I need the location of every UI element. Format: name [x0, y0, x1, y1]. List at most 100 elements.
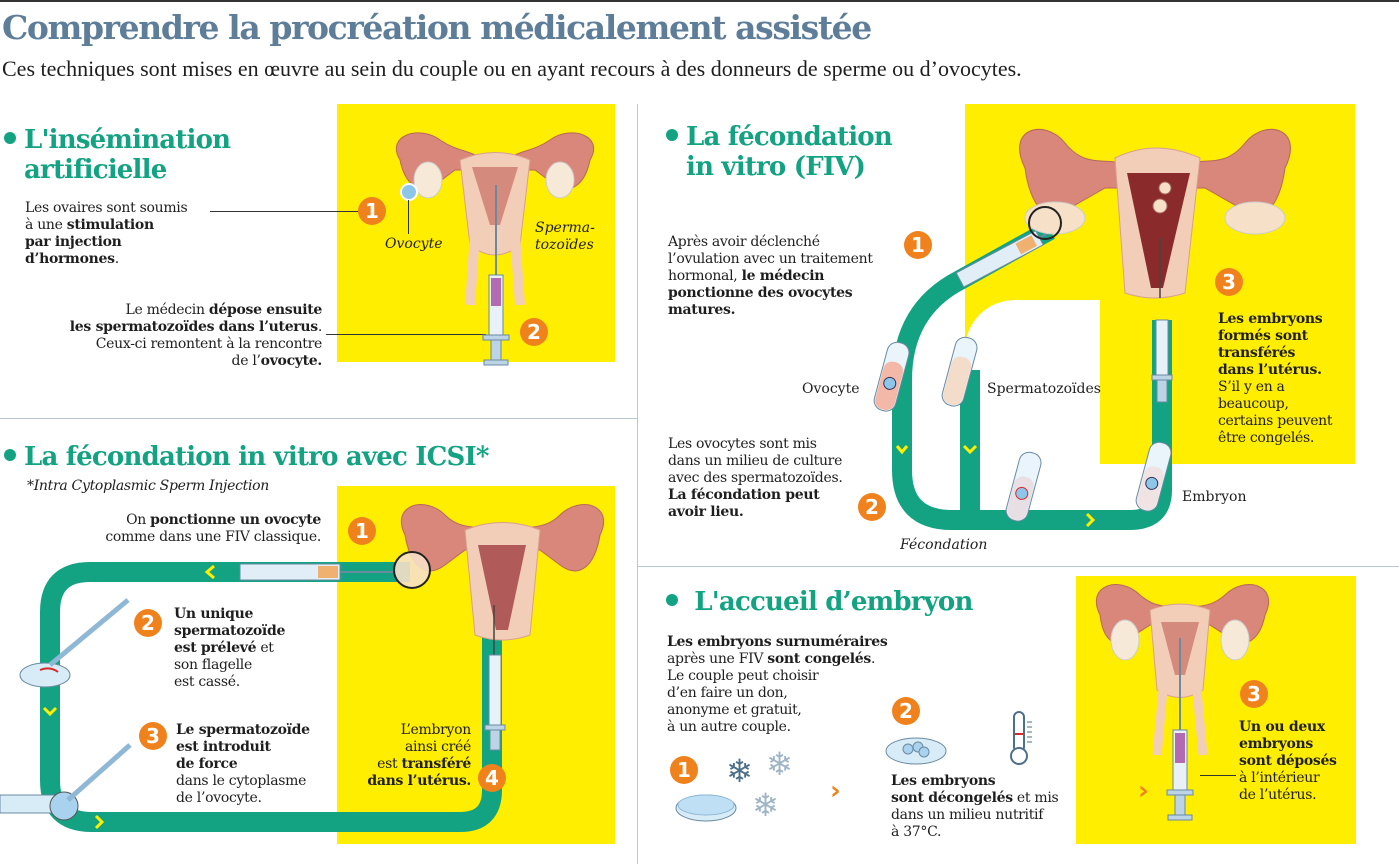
text: le médecin	[741, 268, 825, 284]
text: Les embryons	[1218, 311, 1323, 327]
text: in vitro (FIV)	[686, 152, 866, 182]
text: .	[317, 319, 322, 335]
thawed-embryos-dish	[885, 737, 947, 765]
insemination-title-line1: L'insémination	[24, 125, 231, 155]
icsi-title: La fécondation in vitro avec ICSI*	[4, 442, 489, 472]
leader-line	[408, 200, 409, 234]
snowflake-icon: ❄	[726, 752, 753, 790]
text: beaucoup,	[1218, 396, 1289, 412]
text: après une FIV	[667, 651, 768, 667]
uterus-illustration	[393, 504, 605, 695]
text: est	[377, 756, 402, 772]
text: dans l’utérus.	[367, 773, 471, 789]
text: hormonal,	[668, 268, 742, 284]
leader-line	[210, 211, 358, 212]
fiv-step2-text: Les ovocytes sont mis dans un milieu de …	[668, 436, 868, 521]
vertical-divider	[637, 104, 638, 864]
text: tozoïdes	[535, 237, 594, 253]
transfer-syringe	[1151, 319, 1173, 403]
text: dans le cytoplasme	[176, 773, 307, 789]
text: Les ovocytes sont mis	[668, 436, 817, 452]
text: L'accueil d’embryon	[694, 587, 973, 617]
text: dans un milieu nutritif	[891, 807, 1044, 823]
text: stimulation	[66, 217, 154, 233]
thermometer-icon	[1010, 711, 1032, 765]
spermatozoides-label: Sperma- tozoïdes	[535, 220, 595, 254]
leader-line	[1200, 775, 1236, 776]
step-badge-3: 3	[1240, 680, 1268, 708]
text: anonyme et gratuit,	[667, 702, 802, 718]
fiv-step1-text: Après avoir déclenché l’ovulation avec u…	[668, 234, 898, 319]
embryon-label: Embryon	[1182, 489, 1247, 505]
accueil-step3-text: Un ou deux embryons sont déposés à l’int…	[1239, 719, 1354, 804]
text: d’en faire un don,	[667, 685, 788, 701]
top-rule	[0, 0, 1399, 2]
ovocyte-label: Ovocyte	[385, 236, 443, 252]
uterus-illustration	[395, 132, 595, 366]
step-badge-4: 4	[478, 764, 506, 792]
uterus-illustration	[1095, 584, 1270, 821]
text: Le spermatozoïde	[176, 722, 310, 738]
step-badge-1: 1	[358, 197, 386, 225]
icsi-process-path	[0, 562, 502, 832]
bullet-icon	[666, 129, 678, 141]
insemination-title-line2: artificielle	[24, 155, 167, 185]
next-step-arrow-icon: ›	[1138, 776, 1149, 806]
insemination-step1-text: Les ovaires sont soumis à une stimulatio…	[25, 200, 215, 268]
text: à une	[25, 217, 67, 233]
step-badge-2: 2	[520, 318, 548, 346]
step-badge-1: 1	[904, 231, 932, 259]
text: ainsi créé	[404, 739, 471, 755]
step-badge-1: 1	[348, 517, 376, 545]
text: transférés	[1218, 345, 1296, 361]
text: dans un milieu de culture	[668, 453, 843, 469]
uterus-illustration	[1019, 128, 1291, 299]
text: transféré	[401, 756, 472, 772]
text: l’ovulation avec un traitement	[668, 251, 873, 267]
text: est cassé.	[174, 674, 240, 690]
icsi-step1-text: On ponctionne un ovocyte comme dans une …	[40, 512, 321, 546]
accueil-step2-text: Les embryons sont décongelés et mis dans…	[891, 773, 1071, 841]
fecondation-label: Fécondation	[900, 537, 988, 553]
text: être congelés.	[1218, 430, 1315, 446]
fiv-panel-cutout	[965, 300, 1100, 464]
text: S’il y en a	[1218, 379, 1285, 395]
horizontal-divider-left	[0, 418, 637, 419]
text: comme dans une FIV classique.	[105, 529, 321, 545]
text: par injection	[25, 234, 122, 250]
page-title: Comprendre la procréation médicalement a…	[2, 8, 872, 47]
icsi-step2-text: Un unique spermatozoïde est prélevé et s…	[174, 606, 324, 691]
text: avoir lieu.	[668, 504, 744, 520]
leader-line	[326, 334, 486, 335]
accueil-title: L'accueil d’embryon	[666, 587, 973, 617]
fiv-title: La fécondation in vitro (FIV)	[666, 122, 893, 182]
text: La fécondation	[686, 122, 893, 152]
text: de l’utérus.	[1239, 787, 1317, 803]
text: ponctionne un ovocyte	[150, 512, 321, 528]
text: de l’ovocyte.	[176, 790, 262, 806]
text: Un ou deux	[1239, 719, 1325, 735]
text: certains peuvent	[1218, 413, 1333, 429]
text: Les embryons	[891, 773, 996, 789]
text: est introduit	[176, 739, 271, 755]
text: embryons	[1239, 736, 1314, 752]
text: dépose ensuite	[208, 302, 322, 318]
ovocyte-label: Ovocyte	[802, 381, 860, 397]
page-subtitle: Ces techniques sont mises en œuvre au se…	[2, 56, 1022, 81]
icsi-footnote: *Intra Cytoplasmic Sperm Injection	[27, 478, 269, 494]
insemination-step2-text: Le médecin dépose ensuite les spermatozo…	[20, 302, 323, 370]
text: ponctionne des ovocytes	[668, 285, 853, 301]
text: à un autre couple.	[667, 719, 791, 735]
text: de l’	[231, 353, 261, 369]
text: sont congelés	[767, 651, 871, 667]
text: Ceux-ci remontent à la rencontre	[95, 336, 323, 352]
text: formés sont	[1218, 328, 1308, 344]
text: .	[870, 651, 876, 667]
text: matures.	[668, 302, 736, 318]
text: sont décongelés	[891, 790, 1013, 806]
frozen-embryos-dish	[675, 794, 737, 822]
text: avec des spermatozoïdes.	[668, 470, 843, 486]
text: d’hormones	[25, 251, 115, 267]
icsi-step4-text: L’embryon ainsi créé est transféré dans …	[330, 722, 471, 790]
text: Le médecin	[125, 302, 209, 318]
